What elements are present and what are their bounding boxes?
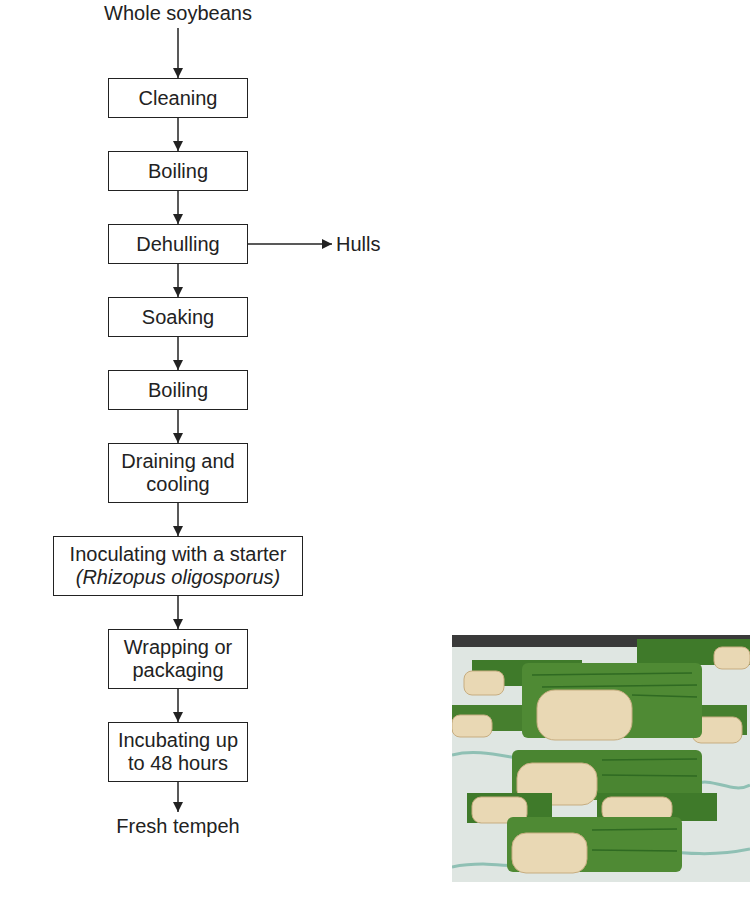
box-text: Draining and cooling bbox=[114, 450, 242, 496]
box-text: Boiling bbox=[114, 160, 242, 183]
process-box: Dehulling bbox=[108, 224, 248, 264]
box-text: Inoculating with a starter bbox=[59, 543, 297, 566]
flow-label: Hulls bbox=[336, 233, 380, 256]
process-box: Boiling bbox=[108, 370, 248, 410]
process-box: Draining and cooling bbox=[108, 443, 248, 503]
flow-arrow bbox=[177, 337, 179, 370]
box-text: Soaking bbox=[114, 306, 242, 329]
tempeh-face bbox=[512, 833, 587, 873]
process-box: Boiling bbox=[108, 151, 248, 191]
box-content: Incubating up to 48 hours bbox=[114, 729, 242, 775]
tempeh-face bbox=[537, 690, 632, 740]
flow-arrow bbox=[177, 28, 179, 78]
flow-arrow bbox=[177, 191, 179, 224]
flow-arrow bbox=[177, 264, 179, 297]
box-content: Cleaning bbox=[114, 87, 242, 110]
process-box: Wrapping or packaging bbox=[108, 629, 248, 689]
process-box: Inoculating with a starter(Rhizopus olig… bbox=[53, 536, 303, 596]
box-text: Boiling bbox=[114, 379, 242, 402]
tempeh-photo bbox=[452, 635, 750, 882]
leaf-wrap bbox=[507, 817, 682, 872]
flow-label: Whole soybeans bbox=[104, 2, 252, 25]
flow-label: Fresh tempeh bbox=[116, 815, 239, 838]
process-box: Soaking bbox=[108, 297, 248, 337]
box-content: Soaking bbox=[114, 306, 242, 329]
box-text: Cleaning bbox=[114, 87, 242, 110]
flow-arrow bbox=[177, 503, 179, 536]
box-content: Boiling bbox=[114, 160, 242, 183]
box-subtext: (Rhizopus oligosporus) bbox=[59, 566, 297, 589]
flow-arrow bbox=[177, 689, 179, 722]
box-content: Wrapping or packaging bbox=[114, 636, 242, 682]
leaf-wrap bbox=[597, 793, 717, 821]
tempeh-face bbox=[464, 671, 504, 695]
tempeh-face bbox=[452, 715, 492, 737]
leaf-vein bbox=[592, 829, 677, 851]
box-text: Dehulling bbox=[114, 233, 242, 256]
box-text: Incubating up to 48 hours bbox=[114, 729, 242, 775]
flow-arrow bbox=[177, 118, 179, 151]
process-box: Incubating up to 48 hours bbox=[108, 722, 248, 782]
flow-arrow bbox=[177, 410, 179, 443]
box-content: Inoculating with a starter(Rhizopus olig… bbox=[59, 543, 297, 589]
photo-background bbox=[452, 635, 750, 882]
box-content: Dehulling bbox=[114, 233, 242, 256]
flow-arrow bbox=[177, 596, 179, 629]
box-text: Wrapping or packaging bbox=[114, 636, 242, 682]
flow-arrow bbox=[177, 782, 179, 812]
box-content: Draining and cooling bbox=[114, 450, 242, 496]
tempeh-face bbox=[714, 647, 750, 669]
flow-arrow bbox=[248, 243, 332, 245]
box-content: Boiling bbox=[114, 379, 242, 402]
process-box: Cleaning bbox=[108, 78, 248, 118]
leaf-vein bbox=[602, 759, 697, 776]
